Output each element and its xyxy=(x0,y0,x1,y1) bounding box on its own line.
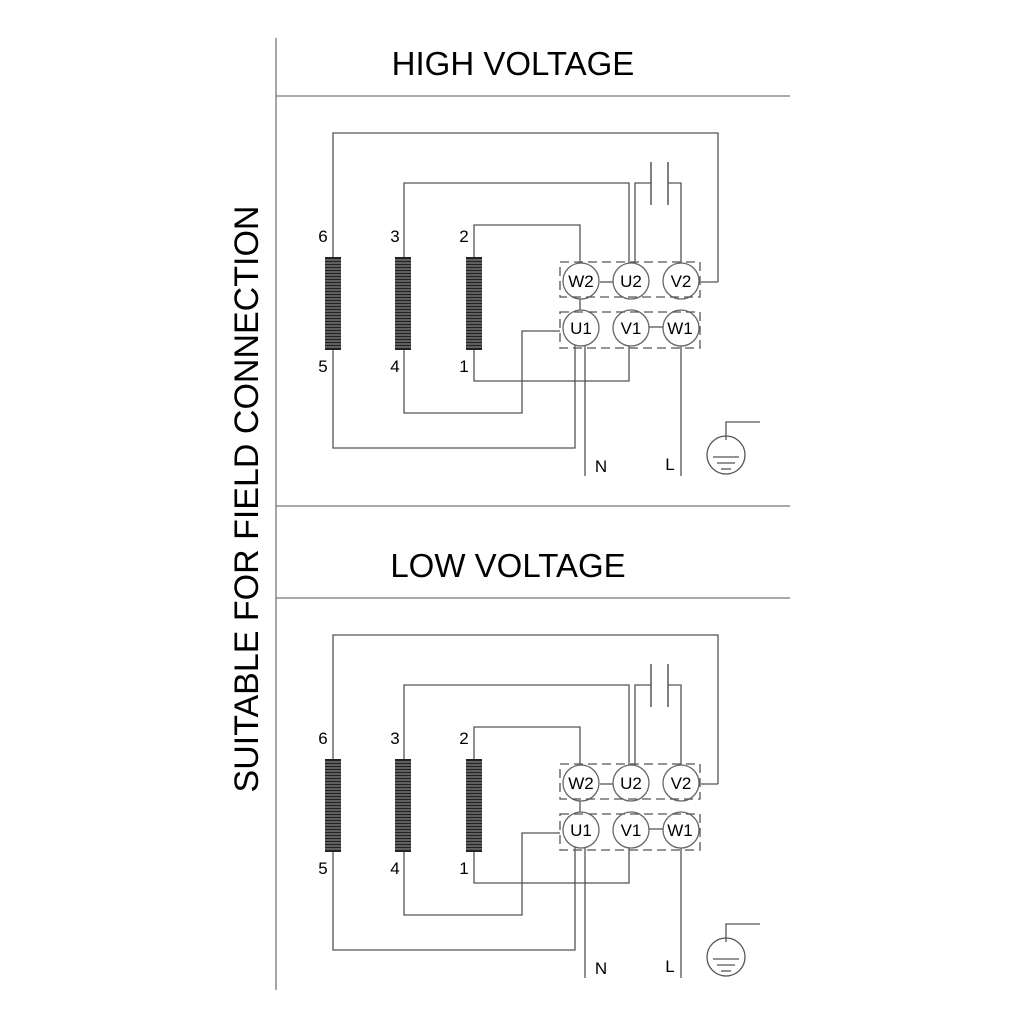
terminal-label: U2 xyxy=(620,272,642,291)
panel-title: HIGH VOLTAGE xyxy=(392,45,635,82)
line-label-l: L xyxy=(665,957,674,976)
line-label-l: L xyxy=(665,455,674,474)
terminal-label: V1 xyxy=(621,821,642,840)
wire-3-u2 xyxy=(403,684,630,770)
coil-label-top: 3 xyxy=(390,227,399,246)
coil-icon xyxy=(466,257,482,350)
side-label: SUITABLE FOR FIELD CONNECTION xyxy=(228,206,266,793)
coil-label-bottom: 5 xyxy=(318,859,327,878)
coil-icon xyxy=(395,257,411,350)
terminal-label: V2 xyxy=(671,774,692,793)
terminal-circle xyxy=(612,811,650,849)
wire-4-u1 xyxy=(403,330,560,414)
coil-6-5 xyxy=(325,759,341,852)
coil-label-top: 6 xyxy=(318,227,327,246)
wire-1-v1 xyxy=(473,848,630,884)
terminal-circle xyxy=(562,262,600,300)
capacitor-icon xyxy=(650,664,669,707)
terminal-label: U1 xyxy=(570,821,592,840)
coil-2-1 xyxy=(466,759,482,852)
terminal-circle xyxy=(612,262,650,300)
coil-6-5 xyxy=(325,257,341,350)
coil-label-bottom: 4 xyxy=(390,357,399,376)
wire-2-w2 xyxy=(473,224,581,268)
circuit: 6 3 2 5 4 1 W2 U2 V2 U1 V1 W1 N L xyxy=(318,634,760,978)
low-voltage-panel: LOW VOLTAGE 6 3 2 5 4 1 W2 U2 V2 U1 V1 W… xyxy=(318,547,760,978)
ground-icon xyxy=(706,923,760,977)
line-label-n: N xyxy=(595,959,607,978)
coil-label-top: 6 xyxy=(318,729,327,748)
terminal-circle xyxy=(562,764,600,802)
coil-icon xyxy=(395,759,411,852)
terminal-circle xyxy=(662,811,700,849)
coil-icon xyxy=(466,759,482,852)
wire-6-v2 xyxy=(332,634,719,784)
coil-label-top: 3 xyxy=(390,729,399,748)
terminal-circle xyxy=(662,262,700,300)
terminal-label: V2 xyxy=(671,272,692,291)
terminal-label: W1 xyxy=(667,821,693,840)
ground-icon xyxy=(706,421,760,475)
terminal-circle xyxy=(562,309,600,347)
wire-cap-left xyxy=(634,182,651,268)
terminal-block-top xyxy=(559,261,701,298)
wire-cap-left xyxy=(634,684,651,770)
wire-2-w2 xyxy=(473,726,581,770)
wire-5-u1 xyxy=(332,843,576,951)
wire-4-u1 xyxy=(403,832,560,916)
wire-cap-right xyxy=(668,684,682,770)
wire-6-v2 xyxy=(332,132,719,282)
terminal-circle xyxy=(562,811,600,849)
line-label-n: N xyxy=(595,457,607,476)
coil-label-bottom: 4 xyxy=(390,859,399,878)
coil-label-top: 2 xyxy=(459,729,468,748)
terminal-label: V1 xyxy=(621,319,642,338)
circuit: 6 3 2 5 4 1 W2 U2 V2 U1 V1 W1 N L xyxy=(318,132,760,476)
terminal-circle xyxy=(662,764,700,802)
terminal-block-bottom xyxy=(559,813,701,851)
terminal-label: W1 xyxy=(667,319,693,338)
terminal-block-top xyxy=(559,763,701,800)
ground-circle xyxy=(706,937,746,977)
coil-3-4 xyxy=(395,257,411,350)
terminal-label: W2 xyxy=(568,272,594,291)
coil-icon xyxy=(325,759,341,852)
terminal-label: U1 xyxy=(570,319,592,338)
wire-1-v1 xyxy=(473,346,630,382)
capacitor-icon xyxy=(650,162,669,205)
coil-3-4 xyxy=(395,759,411,852)
panel-title: LOW VOLTAGE xyxy=(390,547,625,584)
coil-icon xyxy=(325,257,341,350)
terminal-circle xyxy=(612,309,650,347)
coil-label-bottom: 5 xyxy=(318,357,327,376)
high-voltage-panel: HIGH VOLTAGE 6 3 2 5 4 1 W2 U2 V2 U1 V1 … xyxy=(318,45,760,476)
ground-circle xyxy=(706,435,746,475)
coil-label-bottom: 1 xyxy=(459,859,468,878)
ground-lead xyxy=(725,923,760,942)
terminal-label: W2 xyxy=(568,774,594,793)
coil-label-bottom: 1 xyxy=(459,357,468,376)
terminal-block-bottom xyxy=(559,311,701,349)
terminal-circle xyxy=(612,764,650,802)
terminal-circle xyxy=(662,309,700,347)
wire-5-u1 xyxy=(332,341,576,449)
coil-2-1 xyxy=(466,257,482,350)
coil-label-top: 2 xyxy=(459,227,468,246)
terminal-label: U2 xyxy=(620,774,642,793)
wire-cap-right xyxy=(668,182,682,268)
wire-3-u2 xyxy=(403,182,630,268)
ground-lead xyxy=(725,421,760,440)
